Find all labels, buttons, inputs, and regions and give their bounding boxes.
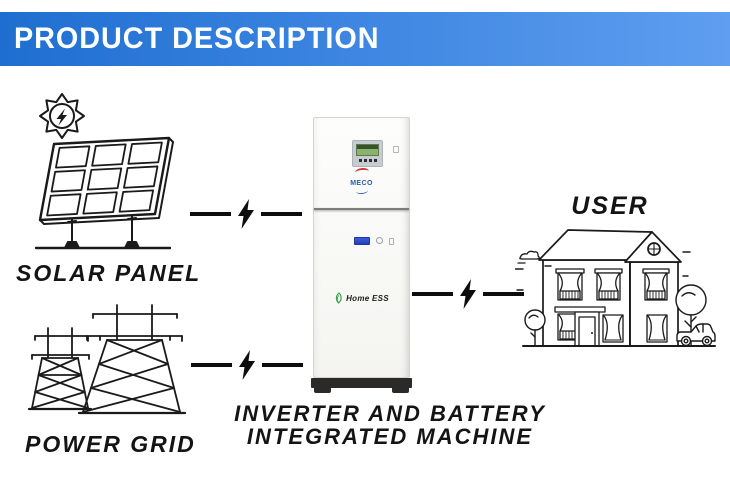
machine-foot-right: [392, 387, 409, 393]
logo-red-swoosh: [354, 167, 369, 177]
wire-segment: [483, 292, 524, 296]
solar-panel-illustration: [22, 86, 212, 264]
lightning-bolt-icon: [239, 350, 255, 380]
machine-illustration: MECO Home ESS: [311, 117, 412, 393]
machine-caption: INVERTER AND BATTERY INTEGRATED MACHINE: [200, 402, 580, 448]
wire-segment: [261, 212, 302, 216]
gable-window: [647, 242, 661, 256]
product-name-label: Home ESS: [314, 292, 409, 305]
lightning-bolt-icon: [460, 279, 476, 309]
tower-large-icon: [77, 304, 187, 415]
upper-windows: [555, 268, 670, 301]
car-icon: [676, 323, 716, 347]
machine-foot-left: [314, 387, 331, 393]
sun-bolt-glyph: [56, 108, 67, 126]
wire-segment: [412, 292, 453, 296]
battery-indicator: [389, 238, 394, 245]
indicator-mark: [393, 146, 399, 153]
section-header-banner: PRODUCT DESCRIPTION: [0, 12, 730, 66]
front-door: [574, 311, 600, 347]
battery-display: [354, 237, 370, 245]
display-buttons: [353, 159, 382, 162]
panel-grid: [40, 138, 173, 224]
logo-blue-swoosh: [355, 187, 368, 195]
house-illustration: [515, 229, 716, 347]
power-grid-illustration: [27, 304, 187, 415]
connector-grid-to-machine: [191, 350, 303, 380]
machine-body: MECO Home ESS: [313, 117, 410, 378]
sun-icon: [39, 93, 85, 139]
lower-floor: [554, 306, 668, 347]
machine-brand-logo: MECO: [314, 167, 409, 195]
user-label: USER: [571, 192, 649, 220]
battery-button: [376, 237, 383, 244]
product-name: Home ESS: [346, 294, 389, 303]
page-title: PRODUCT DESCRIPTION: [14, 22, 380, 55]
tower-small-icon: [27, 327, 93, 411]
wire-segment: [191, 363, 232, 367]
cloud-icon: [517, 250, 540, 264]
connector-machine-to-user: [412, 279, 525, 309]
lightning-bolt-icon: [238, 199, 254, 229]
machine-caption-line1: INVERTER AND BATTERY: [234, 401, 546, 426]
connector-solar-to-machine: [190, 199, 302, 229]
wire-segment: [262, 363, 303, 367]
brand-name: MECO: [350, 180, 373, 187]
machine-section-divider: [314, 208, 409, 210]
solar-panel-label: SOLAR PANEL: [16, 260, 202, 286]
machine-display-panel: [352, 140, 383, 167]
tree-small-icon: [524, 309, 546, 347]
wire-segment: [190, 212, 231, 216]
power-grid-label: POWER GRID: [25, 431, 196, 457]
lower-window-right: [646, 314, 668, 343]
lower-window-mid: [602, 314, 624, 343]
lcd-screen: [356, 144, 379, 156]
leaf-icon: [335, 292, 342, 304]
machine-caption-line2: INTEGRATED MACHINE: [246, 424, 534, 449]
machine-base: [311, 378, 412, 388]
